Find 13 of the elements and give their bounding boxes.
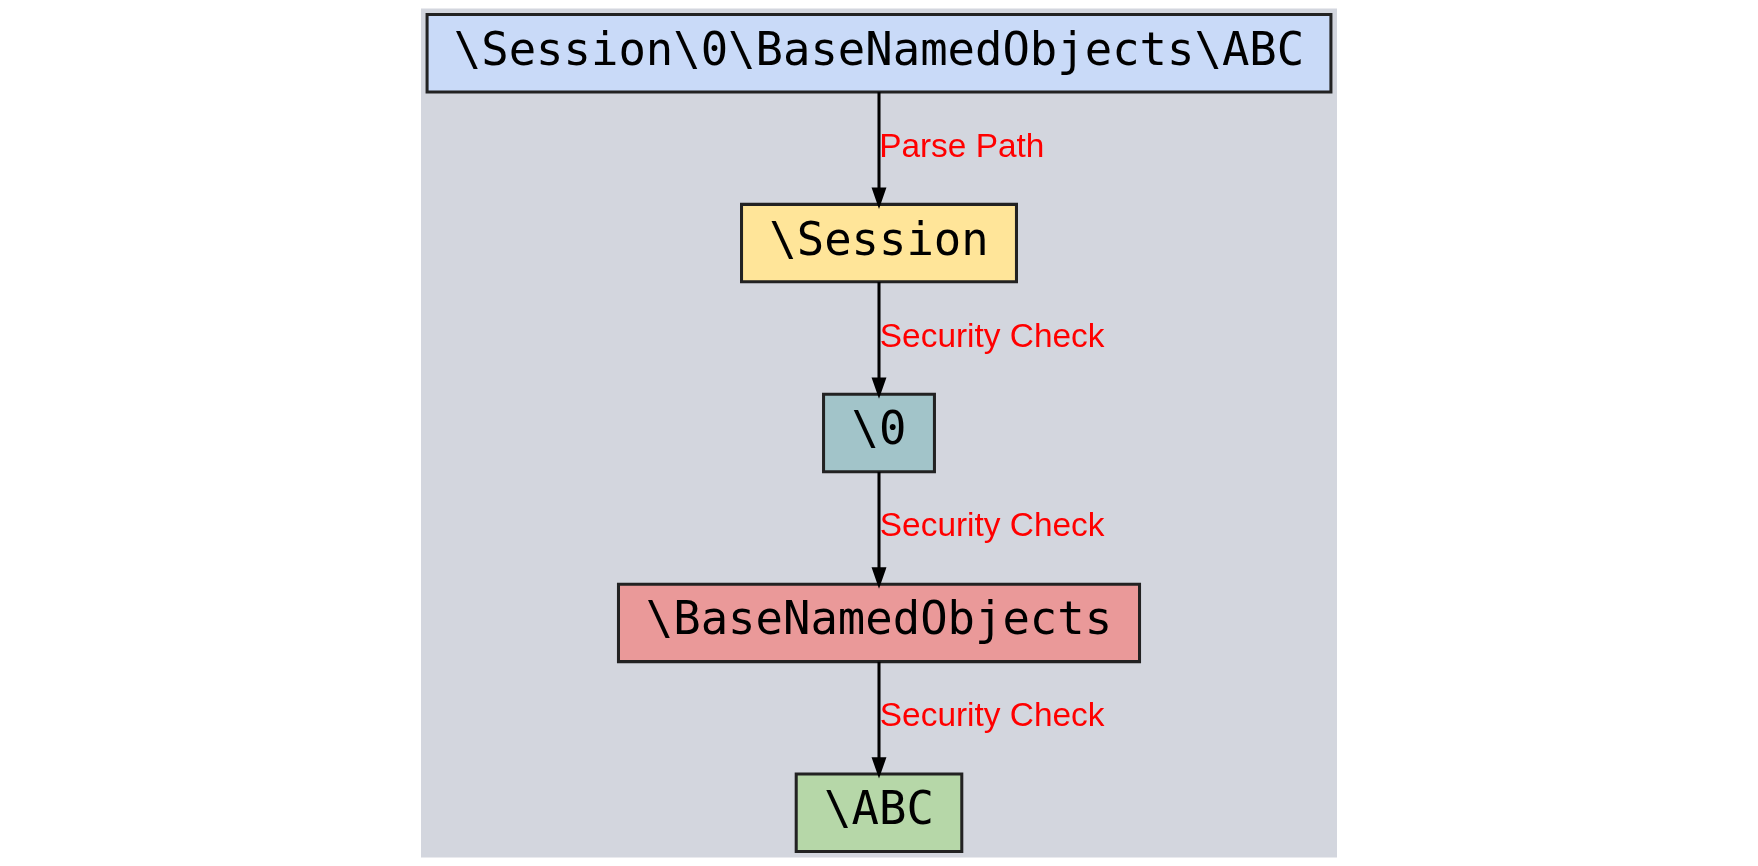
- node-box: \BaseNamedObjects: [616, 582, 1142, 664]
- arrow: [871, 661, 887, 779]
- node-box: \Session\0\BaseNamedObjects\ABC: [425, 13, 1333, 94]
- arrow: [871, 92, 887, 209]
- node-box: \ABC: [794, 772, 964, 853]
- node-box: \Session: [740, 202, 1018, 284]
- edge-label: Security Check: [879, 316, 1105, 354]
- edge-label: Security Check: [879, 696, 1105, 734]
- arrow: [871, 282, 887, 399]
- arrow: [871, 471, 887, 589]
- edge-label: Parse Path: [879, 126, 1045, 164]
- node-box: \0: [822, 392, 936, 474]
- edge-label: Security Check: [879, 506, 1105, 544]
